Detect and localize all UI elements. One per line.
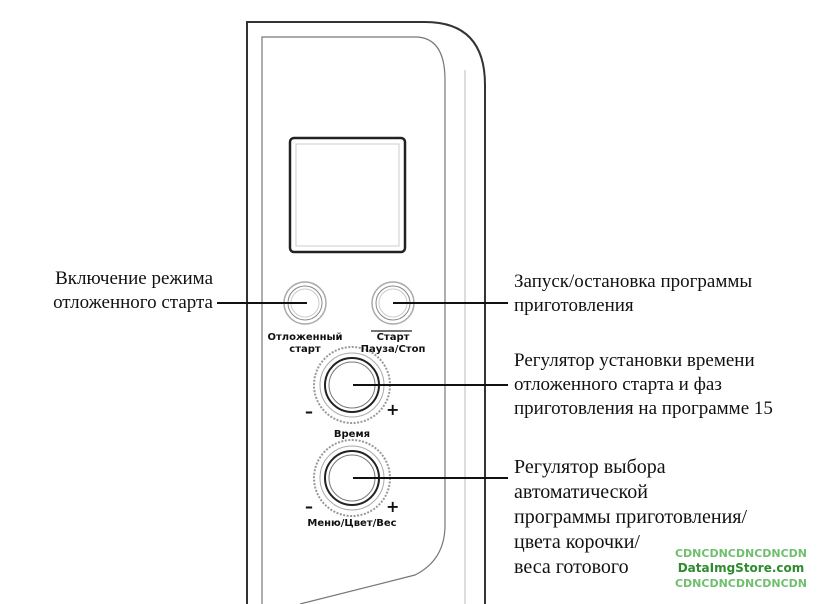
watermark-line: DataImgStore.com	[677, 561, 805, 575]
display-window	[288, 136, 407, 254]
callout-line: Регулятор установки времени	[514, 350, 755, 371]
callout-line: Запуск/остановка программы	[514, 271, 753, 292]
label-line: Старт	[376, 332, 410, 343]
label-line: Пауза/Стоп	[360, 344, 426, 355]
callout-line: цвета корочки/	[514, 531, 640, 553]
delayed-start-label: Отложенный старт	[265, 332, 345, 356]
callout-menu-knob: Регулятор выбора автоматической программ…	[514, 455, 747, 580]
start-label: Старт Пауза/Стоп	[353, 332, 433, 356]
time-minus-sign: –	[305, 402, 313, 421]
watermark-line: CDNCDNCDNCDNCDN	[674, 547, 808, 560]
callout-line: программы приготовления/	[514, 506, 748, 528]
callout-line: веса готового	[514, 556, 629, 578]
menu-plus-sign: +	[386, 497, 400, 516]
panel-outer-outline	[246, 21, 486, 604]
callout-line: отложенного старта и фаз	[514, 374, 722, 395]
callout-start-stop: Запуск/остановка программы приготовления	[514, 270, 752, 318]
menu-minus-sign: –	[305, 497, 313, 516]
callout-line: приготовления	[514, 295, 634, 316]
time-label: Время	[333, 429, 371, 440]
watermark: CDNCDNCDNCDNCDN DataImgStore.com CDNCDNC…	[670, 546, 812, 591]
label-line: Отложенный	[267, 332, 343, 343]
menu-label: Меню/Цвет/Вес	[307, 518, 397, 529]
panel-inner-outline	[261, 36, 446, 604]
callout-line: Регулятор выбора	[514, 456, 666, 478]
watermark-line: CDNCDNCDNCDNCDN	[674, 577, 808, 590]
callout-line: автоматической	[514, 481, 648, 503]
callout-delayed-start: Включение режима отложенного старта	[33, 267, 213, 315]
callout-line: Включение режима	[55, 268, 213, 289]
time-plus-sign: +	[386, 400, 400, 419]
callout-line: отложенного старта	[53, 292, 213, 313]
callout-time-knob: Регулятор установки времени отложенного …	[514, 349, 773, 421]
callout-line: приготовления на программе 15	[514, 398, 773, 419]
label-line: старт	[289, 344, 321, 355]
